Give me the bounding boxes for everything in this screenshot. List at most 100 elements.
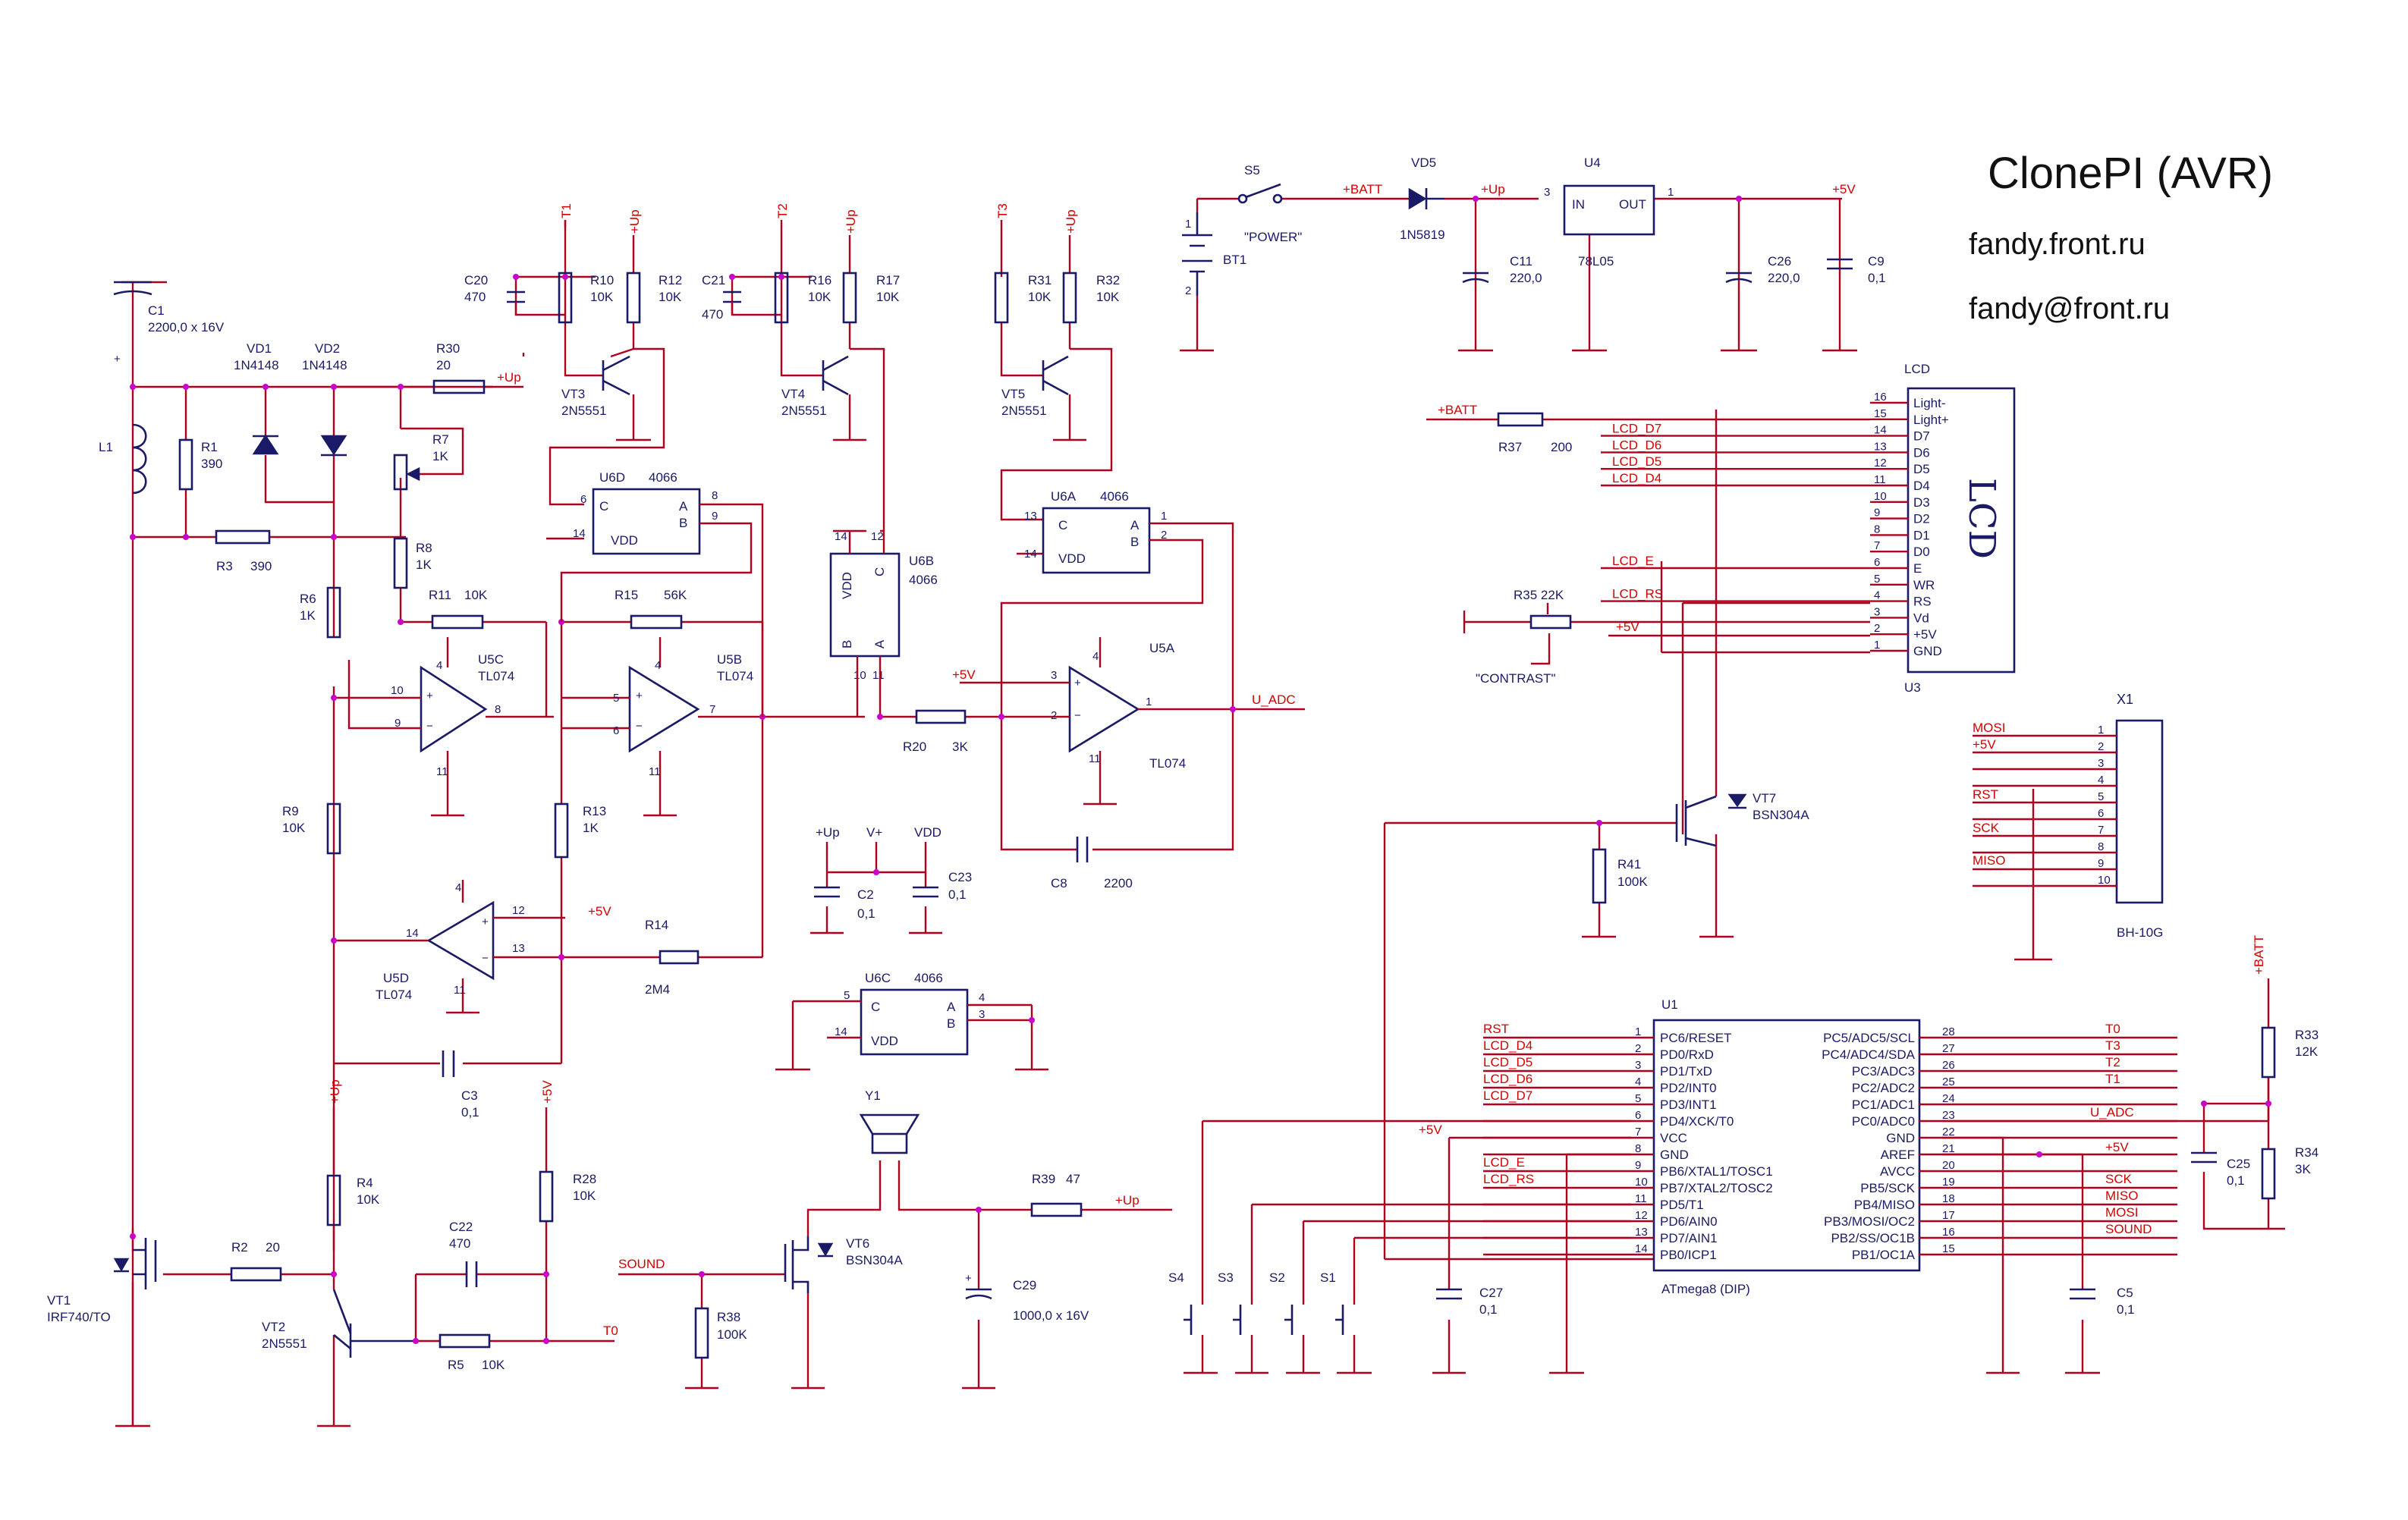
r13-value: 1K <box>583 821 599 835</box>
r12-value: 10K <box>659 290 682 304</box>
svg-text:14: 14 <box>835 1025 847 1038</box>
r38-value: 100K <box>717 1327 747 1342</box>
lcd-pin-number: 4 <box>1874 589 1880 602</box>
svg-text:+: + <box>482 915 489 928</box>
c20-value: 470 <box>464 290 486 304</box>
mcu-net-t3: T3 <box>2105 1038 2120 1053</box>
decouple-vdd: VDD <box>914 825 942 840</box>
r20-label: R20 <box>903 740 926 754</box>
lcd-pin-name: D1 <box>1913 528 1930 542</box>
lcd-pin-name: D4 <box>1913 479 1930 493</box>
r13-label: R13 <box>583 804 606 818</box>
vt5-label: VT5 <box>1001 387 1025 401</box>
x1-part: BH-10G <box>2117 925 2163 940</box>
x1-pin-number: 6 <box>2098 807 2104 820</box>
v5-net-label: +5V <box>1832 182 1856 196</box>
r17-value: 10K <box>876 290 900 304</box>
mcu-pin-name: PB1/OC1A <box>1852 1248 1916 1262</box>
mcu-pin-name: PD0/RxD <box>1660 1047 1714 1062</box>
u4-label: U4 <box>1584 155 1601 170</box>
c29-label: C29 <box>1013 1278 1036 1292</box>
mcu-pin-number: 17 <box>1942 1209 1955 1222</box>
lcd-pin-name: RS <box>1913 595 1932 609</box>
u6d-a: A <box>679 499 688 513</box>
u6c-a: A <box>947 1000 956 1014</box>
r4-label: R4 <box>357 1176 373 1190</box>
lcd-pin-name: Vd <box>1913 611 1929 625</box>
c27-value: 0,1 <box>1479 1302 1498 1317</box>
mcu-pin-name: PB0/ICP1 <box>1660 1248 1717 1262</box>
decoupling-section: +Up V+ VDD C2 0,1 C23 0,1 C A B VDD U6C … <box>775 825 1048 1071</box>
switch-section: T1 +Up C20 470 R10 10K R12 10K VT3 2N555… <box>464 203 1305 890</box>
mcu-pin-name: GND <box>1660 1148 1689 1162</box>
svg-text:13: 13 <box>1024 510 1037 523</box>
r5-value: 10K <box>482 1358 505 1372</box>
switch-label: S4 <box>1168 1270 1184 1285</box>
u6c-part: 4066 <box>914 971 943 985</box>
r39-label: R39 <box>1032 1172 1055 1186</box>
x1-pin-number: 5 <box>2098 790 2104 803</box>
vt4-up: +Up <box>844 209 858 234</box>
r11-label: R11 <box>429 588 451 602</box>
svg-text:2: 2 <box>1051 709 1057 722</box>
svg-text:12: 12 <box>512 904 525 917</box>
mcu-pin-name: PB7/XTAL2/TOSC2 <box>1660 1181 1773 1195</box>
author-url: fandy.front.ru <box>1969 228 2146 261</box>
switch-label: S3 <box>1218 1270 1234 1285</box>
x1-pin-number: 2 <box>2098 740 2104 753</box>
svg-text:5: 5 <box>613 692 619 705</box>
mcu-net-r5v: +5V <box>2105 1140 2129 1154</box>
lcd-pin-number: 13 <box>1874 440 1887 453</box>
mcu-pin-number: 16 <box>1942 1226 1955 1239</box>
vt3-up: +Up <box>627 209 642 234</box>
r16-value: 10K <box>808 290 831 304</box>
lcd-pin-name: Light+ <box>1913 413 1949 427</box>
batt-label: +BATT <box>1343 182 1382 196</box>
r3-label: R3 <box>216 559 233 573</box>
mcu-net-u-adc: U_ADC <box>2090 1105 2134 1120</box>
lcd-pin-number: 15 <box>1874 407 1887 420</box>
mcu-pin-number: 5 <box>1635 1092 1641 1105</box>
lcd-pin-number: 2 <box>1874 622 1880 635</box>
c9-label: C9 <box>1868 254 1885 269</box>
mcu-pin-number: 27 <box>1942 1042 1955 1055</box>
svg-text:9: 9 <box>712 510 718 523</box>
svg-text:+: + <box>114 353 121 366</box>
x1-ref: X1 <box>2117 692 2133 707</box>
r35-label: R35 22K <box>1514 588 1564 602</box>
u6d-vdd: VDD <box>611 533 638 548</box>
lcd-ref: LCD <box>1904 362 1930 376</box>
lcd-pin-number: 6 <box>1874 556 1880 569</box>
lcd-pin-number: 10 <box>1874 490 1887 503</box>
lcd-big-label: LCD <box>1960 478 2003 559</box>
vt3-label: VT3 <box>561 387 585 401</box>
svg-text:7: 7 <box>709 703 715 716</box>
t0-net: T0 <box>603 1324 618 1338</box>
r41-label: R41 <box>1617 857 1641 871</box>
mcu-pin-name: AREF <box>1881 1148 1915 1162</box>
u6b-part: 4066 <box>909 573 938 587</box>
mcu-pin-name: PB5/SCK <box>1860 1181 1915 1195</box>
lcd-pin-number: 14 <box>1874 424 1887 437</box>
output-section: VT1 IRF740/TO R2 20 +Up R4 10K VT2 2N555… <box>47 1079 1172 1427</box>
c20-label: C20 <box>464 273 488 287</box>
c11-value: 220,0 <box>1510 271 1542 285</box>
r39-up: +Up <box>1115 1193 1140 1208</box>
u6b-vdd: VDD <box>840 572 854 599</box>
vt4-part: 2N5551 <box>781 404 827 418</box>
r1-value: 390 <box>201 457 222 471</box>
vd2-label: VD2 <box>315 341 340 356</box>
mcu-pin-number: 28 <box>1942 1025 1955 1038</box>
svg-text:6: 6 <box>613 724 619 737</box>
mcu-pin-number: 23 <box>1942 1109 1955 1122</box>
lcd-pin-name: D3 <box>1913 495 1930 510</box>
svg-text:12: 12 <box>871 530 884 543</box>
r8-label: R8 <box>416 541 432 555</box>
lcd-pin-name: WR <box>1913 578 1935 592</box>
lcd-pin-name: D0 <box>1913 545 1930 559</box>
mcu-net-lcd-e: LCD_E <box>1483 1155 1525 1170</box>
lcd-pin-name: GND <box>1913 644 1942 658</box>
u6d-part: 4066 <box>649 470 677 485</box>
x1-net-5v: +5V <box>1973 737 1996 752</box>
svg-text:4: 4 <box>1092 650 1099 663</box>
